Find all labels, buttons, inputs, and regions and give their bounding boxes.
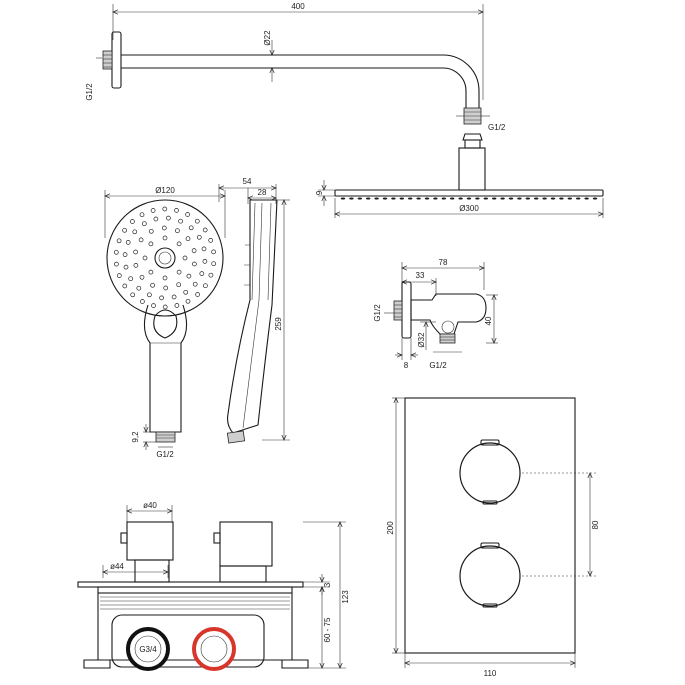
knob-spacing-label: 80 <box>591 520 600 529</box>
hand-shower-front: Ø120 9,2 G1/2 <box>105 186 225 459</box>
upper-control-knob[interactable] <box>459 442 521 504</box>
arm-head-thread-label: G1/2 <box>488 123 506 132</box>
overhead-diameter-label: Ø300 <box>459 204 479 213</box>
inlet-thread-label: G3/4 <box>139 645 157 654</box>
cold-inlet-ring <box>126 627 170 671</box>
hand-length-label: 259 <box>274 317 283 331</box>
cover-plate: 200 110 80 <box>386 398 600 678</box>
spindle-diameter-label: ø40 <box>143 501 157 510</box>
outlet-width-label: 78 <box>439 258 448 267</box>
lower-control-knob[interactable] <box>459 545 521 607</box>
hand-shower-side: 54 28 259 <box>219 177 290 444</box>
arm-wall-thread-label: G1/2 <box>85 83 94 101</box>
rough-in-box: ø40 ø44 G3/4 <box>77 501 350 671</box>
hand-thread-label: G1/2 <box>156 450 174 459</box>
cover-diameter-label: ø44 <box>110 562 124 571</box>
plate-width-label: 110 <box>484 669 497 678</box>
overhead-shower: 9 Ø300 <box>315 133 603 218</box>
outlet-height-label: 40 <box>484 316 493 325</box>
hand-thread-length-label: 9,2 <box>131 431 140 443</box>
arm-length-label: 400 <box>291 2 305 11</box>
plate-height-label: 200 <box>386 521 395 535</box>
total-depth-label: 123 <box>341 590 350 604</box>
hot-inlet-ring <box>192 627 236 671</box>
shower-arm: 400 G1/2 Ø22 G1/2 <box>85 2 506 132</box>
outlet-flange-label: 8 <box>404 361 409 370</box>
hand-depth-label: 54 <box>243 177 252 186</box>
hand-shower-nozzles <box>113 206 217 310</box>
outlet-diameter-label: Ø32 <box>417 332 426 348</box>
hand-head-diameter-label: Ø120 <box>155 186 175 195</box>
outlet-offset-label: 33 <box>416 271 425 280</box>
cover-height-label: 3 <box>323 582 332 587</box>
outlet-wall-thread-label: G1/2 <box>373 304 382 322</box>
wall-outlet: 78 33 G1/2 40 Ø32 8 G1/2 <box>373 258 498 370</box>
arm-diameter-label: Ø22 <box>263 30 272 46</box>
hand-handle-depth-label: 28 <box>258 188 267 197</box>
overhead-height-label: 9 <box>315 190 324 195</box>
outlet-bottom-thread-label: G1/2 <box>429 361 447 370</box>
overhead-nozzles <box>340 197 598 200</box>
install-depth-label: 60 - 75 <box>323 617 332 642</box>
